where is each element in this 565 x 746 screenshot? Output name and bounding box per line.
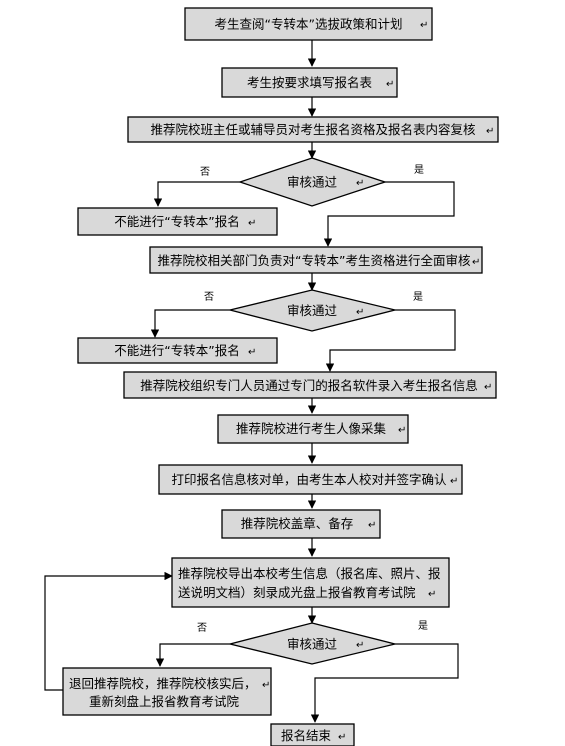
paragraph-mark: ↵ <box>338 732 346 743</box>
step-3-label: 推荐院校班主任或辅导员对考生报名资格及报名表内容复核 <box>150 122 476 137</box>
arrow-d3-yes <box>310 643 459 723</box>
paragraph-mark: ↵ <box>450 476 458 487</box>
arrow-d1-yes <box>323 181 455 247</box>
paragraph-mark: ↵ <box>484 382 492 393</box>
decision-3: 审核通过 ↵ 否 是 <box>197 620 428 665</box>
reject-3: 退回推荐院校，推荐院校核实后， 重新刻盘上报省教育考试院 ↵ <box>62 667 272 716</box>
decision-2-yes-label: 是 <box>413 291 423 303</box>
step-5-label: 推荐院校组织专门人员通过专门的报名软件录入考生报名信息 <box>140 378 478 393</box>
decision-1: 审核通过 ↵ 否 是 <box>200 157 424 207</box>
step-1: 考生查阅“专转本”选拔政策和计划 ↵ <box>184 7 433 41</box>
paragraph-mark: ↵ <box>472 257 480 268</box>
paragraph-mark: ↵ <box>398 425 406 436</box>
step-2: 考生按要求填写报名表 ↵ <box>221 67 398 98</box>
step-9-label-line1: 推荐院校导出本校考生信息（报名库、照片、报 <box>178 566 441 581</box>
decision-2: 审核通过 ↵ 否 是 <box>204 289 423 332</box>
paragraph-mark: ↵ <box>262 680 270 691</box>
step-4-label: 推荐院校相关部门负责对“专转本”考生资格进行全面审核 <box>158 253 471 268</box>
step-8: 推荐院校盖章、备存 ↵ <box>221 509 381 539</box>
step-1-label: 考生查阅“专转本”选拔政策和计划 <box>215 17 403 32</box>
step-9-label-line2: 送说明文档）刻录成光盘上报省教育考试院 <box>178 585 416 600</box>
decision-1-label: 审核通过 <box>287 175 338 190</box>
step-6-label: 推荐院校进行考生人像采集 <box>236 421 387 436</box>
arrow-d2-yes <box>325 309 456 372</box>
decision-1-yes-label: 是 <box>414 164 424 176</box>
paragraph-mark: ↵ <box>248 218 256 229</box>
paragraph-mark: ↵ <box>420 20 428 31</box>
step-5: 推荐院校组织专门人员通过专门的报名软件录入考生报名信息 ↵ <box>123 371 497 399</box>
step-9: 推荐院校导出本校考生信息（报名库、照片、报 送说明文档）刻录成光盘上报省教育考试… <box>171 557 450 608</box>
reject-2-label: 不能进行“专转本”报名 <box>114 343 239 358</box>
step-3: 推荐院校班主任或辅导员对考生报名资格及报名表内容复核 ↵ <box>127 116 499 143</box>
arrow-d1-no <box>153 181 240 207</box>
connectors <box>44 40 459 723</box>
step-2-label: 考生按要求填写报名表 <box>247 75 373 90</box>
step-7: 打印报名信息核对单，由考生本人校对并签字确认 ↵ <box>158 464 463 495</box>
decision-3-no-label: 否 <box>197 622 207 634</box>
arrow-loop-back <box>44 571 173 691</box>
reject-3-label-line1: 退回推荐院校，推荐院校核实后， <box>69 676 257 691</box>
end-label: 报名结束 <box>281 728 332 743</box>
step-7-label: 打印报名信息核对单，由考生本人校对并签字确认 <box>171 472 447 487</box>
arrow-d2-no <box>150 309 230 338</box>
reject-1: 不能进行“专转本”报名 ↵ <box>77 207 278 236</box>
paragraph-mark: ↵ <box>356 640 364 651</box>
step-8-label: 推荐院校盖章、备存 <box>241 516 354 531</box>
paragraph-mark: ↵ <box>486 126 494 137</box>
reject-1-label: 不能进行“专转本”报名 <box>114 214 239 229</box>
paragraph-mark: ↵ <box>386 79 394 90</box>
decision-1-no-label: 否 <box>200 166 210 178</box>
decision-2-label: 审核通过 <box>287 303 338 318</box>
arrow-d3-no <box>155 643 230 667</box>
decision-3-label: 审核通过 <box>287 637 338 652</box>
reject-3-label-line2: 重新刻盘上报省教育考试院 <box>89 694 240 709</box>
step-4: 推荐院校相关部门负责对“专转本”考生资格进行全面审核 ↵ <box>149 246 483 274</box>
decision-2-no-label: 否 <box>204 291 214 303</box>
paragraph-mark: ↵ <box>356 307 364 318</box>
paragraph-mark: ↵ <box>368 520 376 531</box>
paragraph-mark: ↵ <box>428 589 436 600</box>
step-6: 推荐院校进行考生人像采集 ↵ <box>217 414 409 444</box>
end-box: 报名结束 ↵ <box>270 723 355 746</box>
paragraph-mark: ↵ <box>248 347 256 358</box>
decision-3-yes-label: 是 <box>418 620 428 632</box>
reject-2: 不能进行“专转本”报名 ↵ <box>77 337 278 364</box>
paragraph-mark: ↵ <box>356 178 364 189</box>
